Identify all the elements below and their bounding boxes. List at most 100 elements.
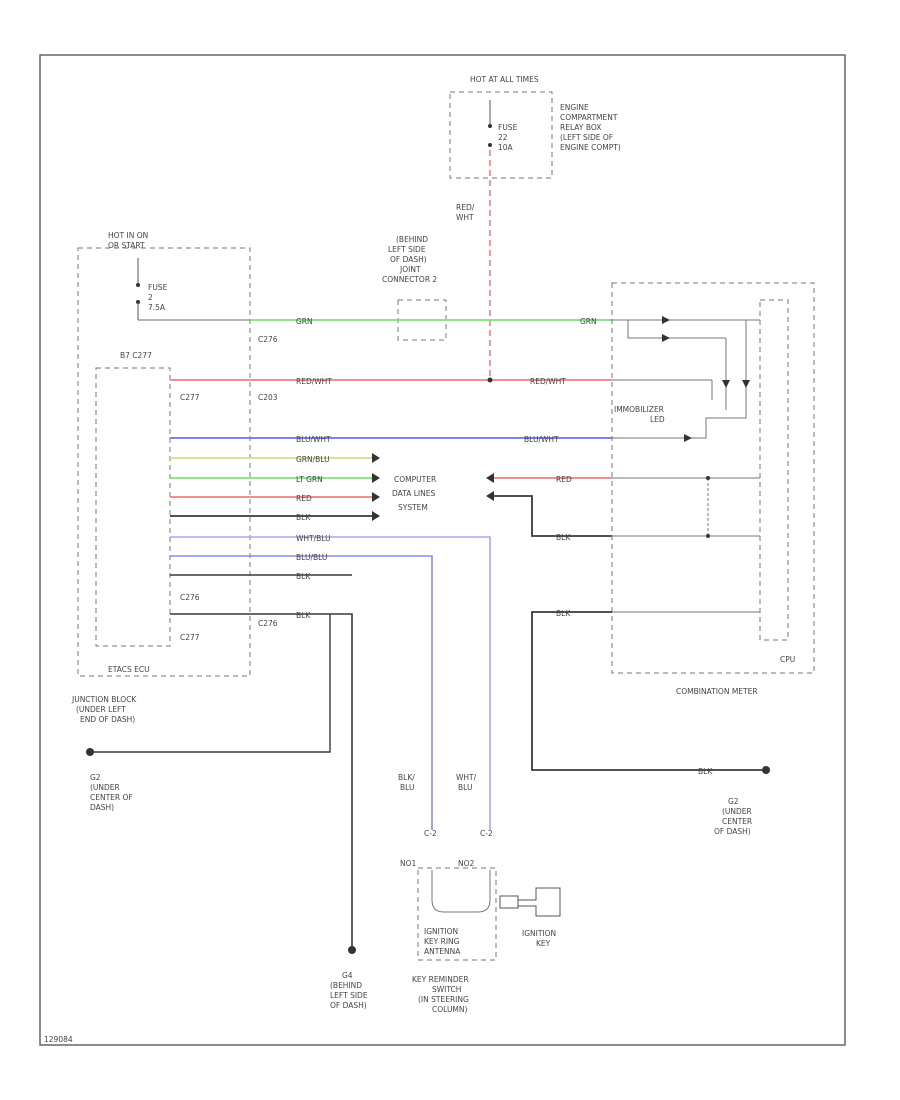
relay-box-label-3: RELAY BOX <box>560 123 601 132</box>
grn-blu-wire-label: GRN/BLU <box>296 455 330 464</box>
relay-box-label-1: ENGINE <box>560 103 589 112</box>
joint-connector-label-2: LEFT SIDE <box>388 245 426 254</box>
relay-box-label-4: (LEFT SIDE OF <box>560 133 613 142</box>
junction-block-label-3: END OF DASH) <box>80 715 135 724</box>
computer-data-lines-label-2: DATA LINES <box>392 489 435 498</box>
red-wire-label-left: RED <box>296 494 312 503</box>
hot-in-on-label-1: HOT IN ON <box>108 231 148 240</box>
blk-wire-label-meter: BLK <box>556 609 571 618</box>
fuse-left-label-1: FUSE <box>148 283 168 292</box>
relay-box-label-2: COMPARTMENT <box>560 113 618 122</box>
junction-block-label-1: JUNCTION BLOCK <box>71 695 137 704</box>
g2-left-label-3: CENTER OF <box>90 793 133 802</box>
blu-wht-wire-label-left: BLU/WHT <box>296 435 331 444</box>
blu-blu-wire-label: BLU/BLU <box>296 553 327 562</box>
g2-right-label-4: OF DASH) <box>714 827 751 836</box>
c276-label-b: C276 <box>180 593 200 602</box>
fuse-top-label-1: FUSE <box>498 123 518 132</box>
g2-right-label-1: G2 <box>728 797 739 806</box>
c276-label-a: C276 <box>258 335 278 344</box>
computer-data-lines-label-3: SYSTEM <box>398 503 428 512</box>
diagram-frame <box>39 54 846 1046</box>
fuse-left-label-3: 7.5A <box>148 303 166 312</box>
cpu-label: CPU <box>780 655 795 664</box>
antenna-label-1: IGNITION <box>424 927 458 936</box>
g2-right-label-2: (UNDER <box>722 807 752 816</box>
c276-label-c: C276 <box>258 619 278 628</box>
blk-wire-right <box>494 495 612 537</box>
blu-wht-wire-label-right: BLU/WHT <box>524 435 559 444</box>
blk-wire-label-right: BLK <box>556 533 571 542</box>
ignition-key-label-1: IGNITION <box>522 929 556 938</box>
immobilizer-label-2: LED <box>650 415 665 424</box>
blu-blu-wire <box>170 555 433 830</box>
red-wht-label-1: RED/ <box>456 203 475 212</box>
no1-label: NO1 <box>400 859 417 868</box>
ignition-key-label-2: KEY <box>536 939 551 948</box>
blk-wire-label-c276: BLK <box>296 572 311 581</box>
g4-label-2: (BEHIND <box>330 981 362 990</box>
blk-blu-label-1: BLK/ <box>398 773 415 782</box>
junction-block-label-2: (UNDER LEFT <box>76 705 126 714</box>
g2-left-ground <box>86 748 94 756</box>
fuse-top-label-2: 22 <box>498 133 508 142</box>
ignition-key-icon <box>499 887 561 917</box>
g2-left-wire <box>92 614 331 753</box>
diagram-id: 129084 <box>44 1035 73 1044</box>
c277-label-b: C277 <box>180 633 200 642</box>
key-reminder-label-3: (IN STEERING <box>418 995 469 1004</box>
g2-left-label-4: DASH) <box>90 803 114 812</box>
etacs-ecu-label: ETACS ECU <box>108 665 150 674</box>
blk-wire-g4 <box>170 613 353 950</box>
antenna-label-3: ANTENNA <box>424 947 461 956</box>
red-wht-wire-label-left: RED/WHT <box>296 377 332 386</box>
key-reminder-label-2: SWITCH <box>432 985 461 994</box>
engine-relay-box: HOT AT ALL TIMES ENGINE COMPARTMENT RELA… <box>449 75 621 179</box>
grn-wire-label-right: GRN <box>580 317 597 326</box>
antenna-label-2: KEY RING <box>424 937 460 946</box>
blk-wire-label-g4: BLK <box>296 611 311 620</box>
fuse-top-label-3: 10A <box>498 143 514 152</box>
key-reminder-switch: NO1 NO2 IGNITION KEY RING ANTENNA <box>400 859 497 961</box>
combination-meter: CPU IMMOBILIZER LED <box>611 282 815 674</box>
pin-b7-c277-label: B7 C277 <box>120 351 152 360</box>
junction-block: HOT IN ON OR START FUSE 2 7.5A B7 C277 C… <box>77 231 251 677</box>
fuse-left-label-2: 2 <box>148 293 153 302</box>
computer-data-lines-label-1: COMPUTER <box>394 475 436 484</box>
no2-label: NO2 <box>458 859 475 868</box>
joint-connector-label-3: OF DASH) <box>390 255 427 264</box>
red-wht-wire-label-right: RED/WHT <box>530 377 566 386</box>
wht-blu-label-2: BLU <box>458 783 472 792</box>
key-reminder-label-4: COLUMN) <box>432 1005 468 1014</box>
g2-left-label-1: G2 <box>90 773 101 782</box>
lt-grn-wire-label: LT GRN <box>296 475 323 484</box>
wht-blu-wire <box>170 536 491 830</box>
g4-label-1: G4 <box>342 971 353 980</box>
g2-right-label-3: CENTER <box>722 817 752 826</box>
g2-left-label-2: (UNDER <box>90 783 120 792</box>
joint-connector-label-4: JOINT <box>399 265 421 274</box>
wht-blu-label-1: WHT/ <box>456 773 477 782</box>
c203-label: C203 <box>258 393 278 402</box>
combination-meter-label: COMBINATION METER <box>676 687 758 696</box>
blk-wire-g2-right <box>531 611 762 771</box>
blk-wire-label-g2: BLK <box>698 767 713 776</box>
key-reminder-label-1: KEY REMINDER <box>412 975 469 984</box>
g4-label-3: LEFT SIDE <box>330 991 368 1000</box>
grn-wire-label-left: GRN <box>296 317 313 326</box>
hot-in-on-label-2: OR START <box>108 241 145 250</box>
c1-label-b: C-2 <box>480 829 493 838</box>
joint-connector-label-5: CONNECTOR 2 <box>382 275 437 284</box>
c277-label-a: C277 <box>180 393 200 402</box>
relay-box-label-5: ENGINE COMPT) <box>560 143 621 152</box>
red-wht-label-2: WHT <box>456 213 474 222</box>
g2-right-ground <box>762 766 770 774</box>
hot-at-all-times-label: HOT AT ALL TIMES <box>470 75 539 84</box>
joint-connector-label-1: (BEHIND <box>396 235 428 244</box>
c1-label-a: C-2 <box>424 829 437 838</box>
blk-blu-label-2: BLU <box>400 783 414 792</box>
g4-ground <box>348 946 356 954</box>
g4-label-4: OF DASH) <box>330 1001 367 1010</box>
wht-blu-wire-label: WHT/BLU <box>296 534 331 543</box>
